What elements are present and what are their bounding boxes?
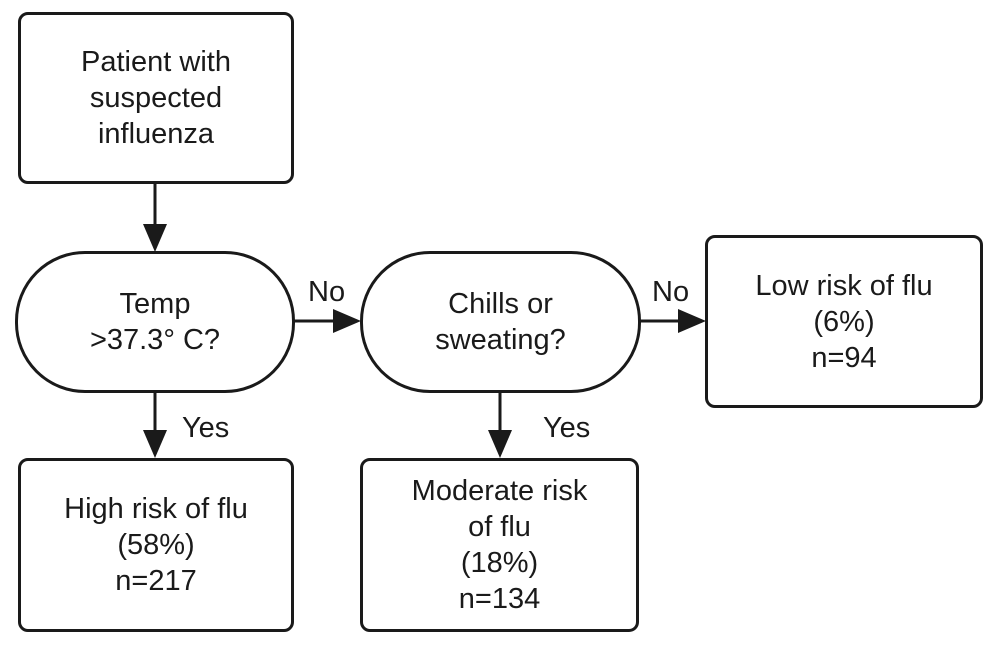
low-risk-line-1: Low risk of flu: [755, 269, 933, 302]
edge-label-temp-yes: Yes: [182, 412, 230, 444]
moderate-risk-line-3: (18%): [460, 547, 539, 579]
start-node-line-2: suspected: [89, 82, 223, 114]
arrow-chills-to-moderate: [488, 393, 512, 458]
high-risk-line-3: n=217: [115, 565, 197, 597]
high-risk-line-1: High risk of flu: [64, 493, 248, 525]
chills-decision-line-1: Chills or: [448, 288, 553, 320]
arrow-start-to-temp: [143, 184, 167, 252]
high-risk-node: High risk of flu (58%) n=217: [18, 458, 294, 632]
temp-decision-line-2: >37.3° C?: [89, 324, 221, 356]
edge-label-temp-no: No: [308, 276, 346, 308]
edge-label-chills-yes: Yes: [543, 412, 591, 444]
temp-decision-node: Temp >37.3° C?: [15, 251, 295, 393]
arrow-chills-to-low: [640, 309, 706, 333]
start-node: Patient with suspected influenza: [18, 12, 294, 184]
low-risk-node: Low risk of flu (6%) n=94: [705, 235, 983, 408]
moderate-risk-line-2: of flu: [468, 511, 531, 543]
chills-decision-line-2: sweating?: [435, 324, 566, 356]
low-risk-line-2: (6%): [813, 305, 875, 338]
arrow-temp-to-high: [143, 393, 167, 458]
start-node-line-3: influenza: [97, 118, 215, 150]
moderate-risk-line-1: Moderate risk: [411, 475, 588, 507]
temp-decision-line-1: Temp: [119, 288, 191, 320]
moderate-risk-line-4: n=134: [458, 583, 541, 615]
chills-decision-node: Chills or sweating?: [360, 251, 641, 393]
arrow-temp-to-chills: [294, 309, 361, 333]
low-risk-line-3: n=94: [811, 341, 877, 374]
start-node-line-1: Patient with: [81, 46, 231, 78]
edge-label-chills-no: No: [652, 276, 690, 308]
high-risk-line-2: (58%): [117, 529, 195, 561]
moderate-risk-node: Moderate risk of flu (18%) n=134: [360, 458, 639, 632]
